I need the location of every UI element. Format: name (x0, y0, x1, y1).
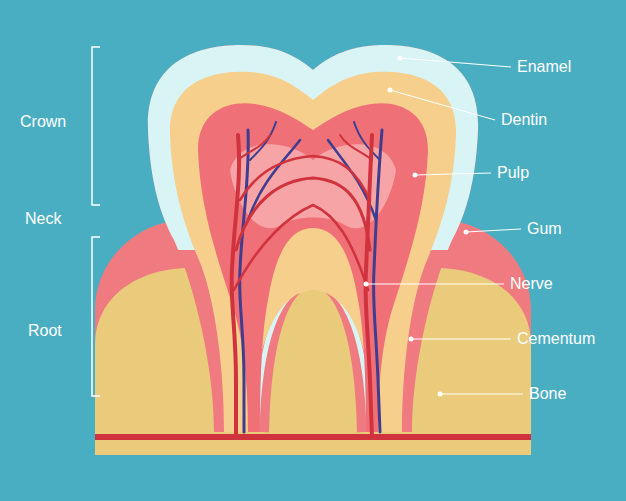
cementum-layer (148, 45, 478, 432)
enamel-layer (148, 45, 478, 250)
part-label: Bone (529, 384, 566, 403)
dentin-layer (170, 72, 456, 432)
part-label: Dentin (501, 110, 547, 129)
leader-dot (364, 56, 469, 397)
bone-shape (95, 268, 531, 455)
base-vessel (95, 434, 531, 440)
part-label: Pulp (497, 163, 529, 182)
part-label: Neck (25, 209, 61, 228)
leader-line (366, 58, 523, 394)
part-label: Crown (20, 112, 66, 131)
part-label: Gum (527, 219, 562, 238)
part-label: Enamel (517, 57, 571, 76)
part-label: Nerve (510, 274, 553, 293)
part-label: Cementum (517, 329, 595, 348)
region-bracket (92, 47, 100, 396)
nerve-vessels (232, 122, 382, 437)
part-label: Root (28, 321, 62, 340)
